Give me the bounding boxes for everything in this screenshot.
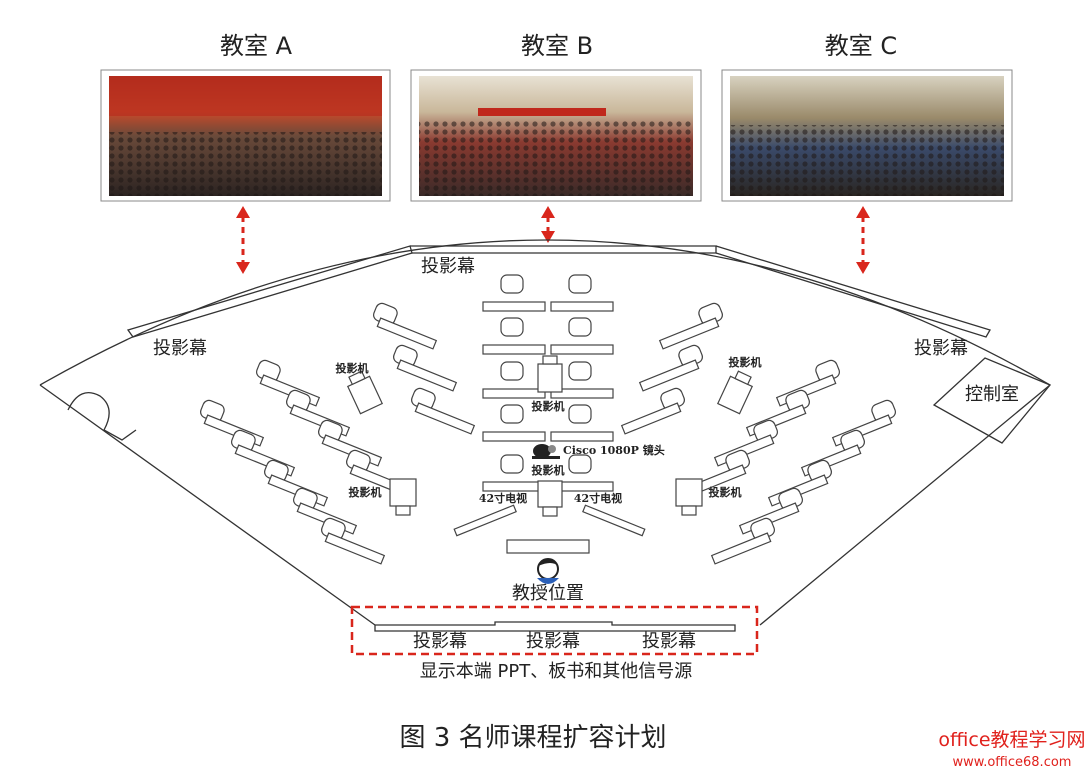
classroom-c-photo (721, 69, 1013, 202)
desk (710, 532, 772, 565)
projector-label: 投影机 (532, 463, 565, 477)
classroom-b-photo (410, 69, 702, 202)
seating-area (200, 274, 896, 565)
bottom-screen-left-label: 投影幕 (413, 631, 467, 652)
desk (324, 532, 386, 565)
chair (568, 404, 592, 424)
control-room-label: 控制室 (965, 384, 1019, 405)
desk (482, 344, 546, 355)
chair (568, 454, 592, 474)
teacher-icon (537, 558, 559, 584)
projector-label: 投影机 (349, 485, 382, 499)
desk (482, 431, 546, 442)
projector-right-top (716, 370, 754, 415)
desk (550, 344, 614, 355)
projector-label: 投影机 (532, 399, 565, 413)
screen-top-label: 投影幕 (421, 256, 475, 277)
seat (500, 361, 524, 381)
screen-right-label: 投影幕 (914, 338, 968, 359)
camera-icon (532, 444, 560, 459)
camera-label: Cisco 1080P 镜头 (563, 443, 665, 457)
bottom-screen-center-label: 投影幕 (526, 631, 580, 652)
projector-label: 投影机 (336, 361, 369, 375)
link-arrow-b (541, 206, 555, 243)
tv-right (582, 504, 646, 537)
watermark-title: office教程学习网 (938, 729, 1085, 751)
chair (568, 317, 592, 337)
classroom-a-photo (100, 69, 391, 202)
seat (500, 404, 524, 424)
tv-right-label: 42寸电视 (574, 491, 622, 505)
desk (376, 317, 438, 350)
desk (482, 388, 546, 399)
door-icon (67, 392, 137, 441)
classroom-a-label: 教室 A (220, 32, 293, 60)
chair (500, 404, 524, 424)
chair (568, 274, 592, 294)
lectern (506, 539, 590, 554)
seat (568, 454, 592, 474)
bottom-caption: 显示本端 PPT、板书和其他信号源 (420, 661, 692, 682)
projector-center-bottom (537, 480, 563, 517)
projector-center-top (537, 355, 563, 393)
projector-label: 投影机 (729, 355, 762, 369)
figure-caption: 图 3 名师课程扩容计划 (399, 723, 666, 753)
seat (568, 361, 592, 381)
local-display-area (350, 605, 759, 656)
chair (500, 454, 524, 474)
projector-left-top (346, 370, 384, 415)
desk (658, 317, 720, 350)
desk (550, 301, 614, 312)
desk (414, 402, 476, 435)
control-room (932, 357, 1052, 444)
chair (500, 274, 524, 294)
chair (500, 317, 524, 337)
desk (638, 359, 700, 392)
chair (568, 361, 592, 381)
tv-left-label: 42寸电视 (479, 491, 527, 505)
seat (568, 274, 592, 294)
link-arrow-c (856, 206, 870, 274)
desk (550, 388, 614, 399)
desk (482, 301, 546, 312)
classroom-c-label: 教室 C (825, 32, 897, 60)
tv-left (453, 504, 517, 537)
bottom-screen-right-label: 投影幕 (642, 631, 696, 652)
seat (568, 317, 592, 337)
desk (620, 402, 682, 435)
bottom-screens (374, 621, 736, 632)
desk (396, 359, 458, 392)
seat (500, 454, 524, 474)
seat (500, 317, 524, 337)
classroom-b-label: 教室 B (521, 32, 593, 60)
link-arrow-a (236, 206, 250, 274)
seat (500, 274, 524, 294)
lecture-hall-outline (39, 239, 1052, 626)
projector-right-bottom (675, 478, 703, 516)
desk (550, 431, 614, 442)
desk (482, 481, 546, 492)
teacher-position-label: 教授位置 (512, 583, 584, 604)
projector-label: 投影机 (709, 485, 742, 499)
watermark-url: www.office68.com (953, 755, 1072, 770)
chair (500, 361, 524, 381)
projector-left-bottom (389, 478, 417, 516)
screen-left-label: 投影幕 (153, 338, 207, 359)
seat (568, 404, 592, 424)
